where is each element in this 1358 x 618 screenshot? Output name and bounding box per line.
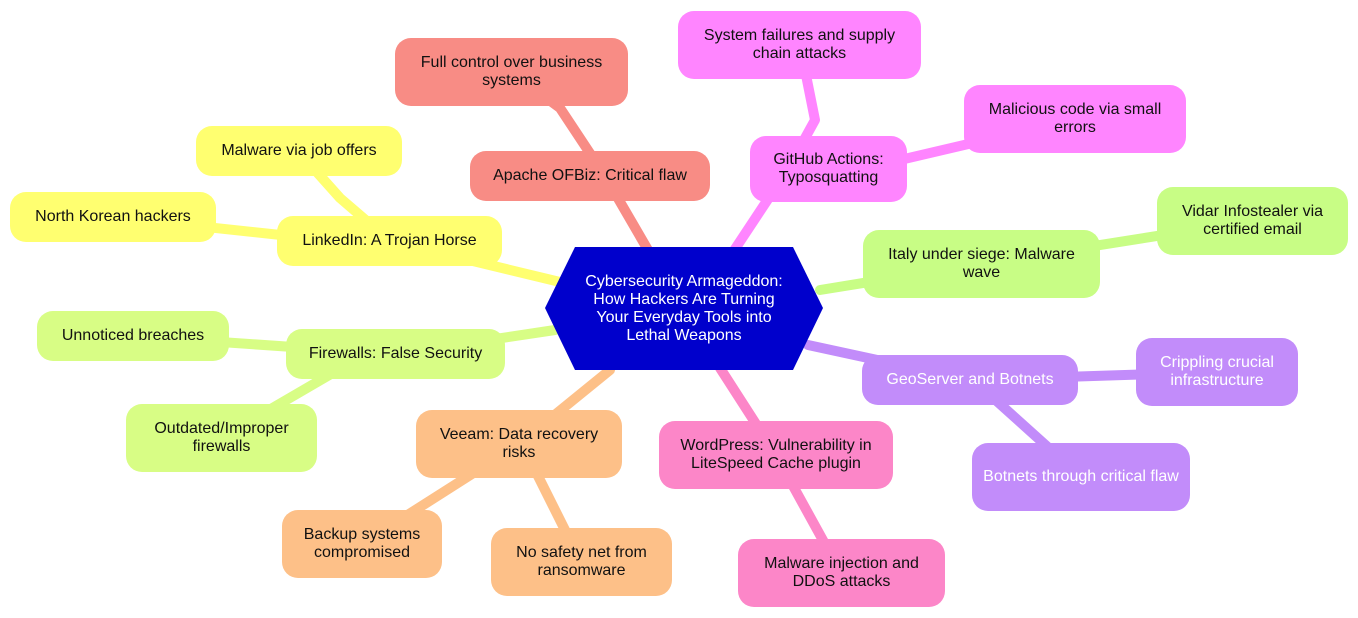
node-veeam: Veeam: Data recovery risks [416, 410, 622, 478]
central-hexagon [545, 247, 823, 370]
node-apache-ofbiz: Apache OFBiz: Critical flaw [470, 151, 710, 201]
node-github-actions-label: GitHub Actions: Typosquatting [773, 151, 884, 186]
node-outdated-firewalls: Outdated/Improper firewalls [126, 404, 317, 472]
node-vidar-infostealer-label: Vidar Infostealer via certified email [1181, 203, 1324, 238]
node-no-safety-net-label: No safety net from ransomware [516, 544, 647, 579]
node-firewalls-label: Firewalls: False Security [308, 345, 483, 362]
node-unnoticed-breaches: Unnoticed breaches [37, 311, 229, 361]
node-full-control-label: Full control over business systems [420, 54, 603, 89]
node-vidar-infostealer: Vidar Infostealer via certified email [1157, 187, 1348, 255]
node-geoserver: GeoServer and Botnets [862, 355, 1078, 405]
node-system-failures: System failures and supply chain attacks [678, 11, 921, 79]
node-crippling-infrastructure-label: Crippling crucial infrastructure [1160, 354, 1274, 389]
node-malware-ddos: Malware injection and DDoS attacks [738, 539, 945, 607]
node-crippling-infrastructure: Crippling crucial infrastructure [1136, 338, 1298, 406]
node-malicious-code-label: Malicious code via small errors [988, 101, 1162, 136]
node-no-safety-net: No safety net from ransomware [491, 528, 672, 596]
node-outdated-firewalls-label: Outdated/Improper firewalls [154, 420, 289, 455]
node-apache-ofbiz-label: Apache OFBiz: Critical flaw [493, 167, 687, 184]
node-veeam-label: Veeam: Data recovery risks [439, 426, 599, 461]
node-botnets-critical-flaw: Botnets through critical flaw [972, 443, 1190, 511]
node-backup-compromised: Backup systems compromised [282, 510, 442, 578]
node-malicious-code: Malicious code via small errors [964, 85, 1186, 153]
node-botnets-critical-flaw-label: Botnets through critical flaw [983, 468, 1179, 485]
node-system-failures-label: System failures and supply chain attacks [703, 27, 896, 62]
node-github-actions: GitHub Actions: Typosquatting [750, 136, 907, 202]
node-malware-job-offers: Malware via job offers [196, 126, 402, 176]
node-north-korean-hackers-label: North Korean hackers [35, 208, 191, 225]
node-full-control: Full control over business systems [395, 38, 628, 106]
central-topic: Cybersecurity Armageddon: How Hackers Ar… [545, 247, 823, 370]
node-geoserver-label: GeoServer and Botnets [886, 371, 1054, 388]
node-wordpress-label: WordPress: Vulnerability in LiteSpeed Ca… [680, 437, 872, 472]
node-linkedin-label: LinkedIn: A Trojan Horse [302, 232, 477, 249]
node-malware-ddos-label: Malware injection and DDoS attacks [764, 555, 919, 590]
central-topic-label: Cybersecurity Armageddon: How Hackers Ar… [585, 272, 783, 344]
node-malware-job-offers-label: Malware via job offers [221, 142, 377, 159]
node-north-korean-hackers: North Korean hackers [10, 192, 216, 242]
node-italy-under-siege-label: Italy under siege: Malware wave [888, 246, 1075, 281]
node-linkedin: LinkedIn: A Trojan Horse [277, 216, 502, 266]
node-italy-under-siege: Italy under siege: Malware wave [863, 230, 1100, 298]
node-firewalls: Firewalls: False Security [286, 329, 505, 379]
node-backup-compromised-label: Backup systems compromised [303, 526, 421, 561]
node-wordpress: WordPress: Vulnerability in LiteSpeed Ca… [659, 421, 893, 489]
node-unnoticed-breaches-label: Unnoticed breaches [61, 327, 205, 344]
